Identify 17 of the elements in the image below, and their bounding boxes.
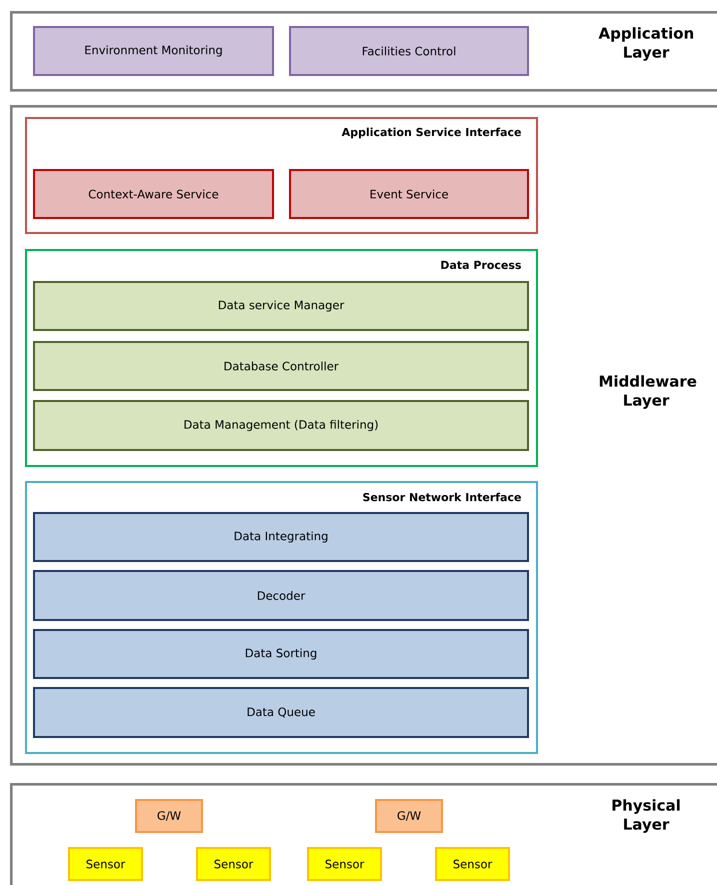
component-box: Data service Manager (33, 281, 529, 331)
sensor-box: Sensor (196, 847, 271, 881)
component-box: Event Service (289, 169, 529, 219)
component-box: Data Integrating (33, 512, 529, 562)
component-box: Context-Aware Service (33, 169, 274, 219)
gateway-box: G/W (375, 799, 443, 833)
component-box: Data Sorting (33, 629, 529, 679)
component-box: Database Controller (33, 341, 529, 391)
component-box: Decoder (33, 570, 529, 621)
sensor-box: Sensor (435, 847, 510, 881)
component-box: Data Management (Data filtering) (33, 400, 529, 451)
component-box: Facilities Control (289, 26, 529, 76)
component-box: Data Queue (33, 687, 529, 738)
gateway-box: G/W (135, 799, 203, 833)
sensor-box: Sensor (68, 847, 143, 881)
component-box: Environment Monitoring (33, 26, 274, 76)
sensor-box: Sensor (307, 847, 382, 881)
